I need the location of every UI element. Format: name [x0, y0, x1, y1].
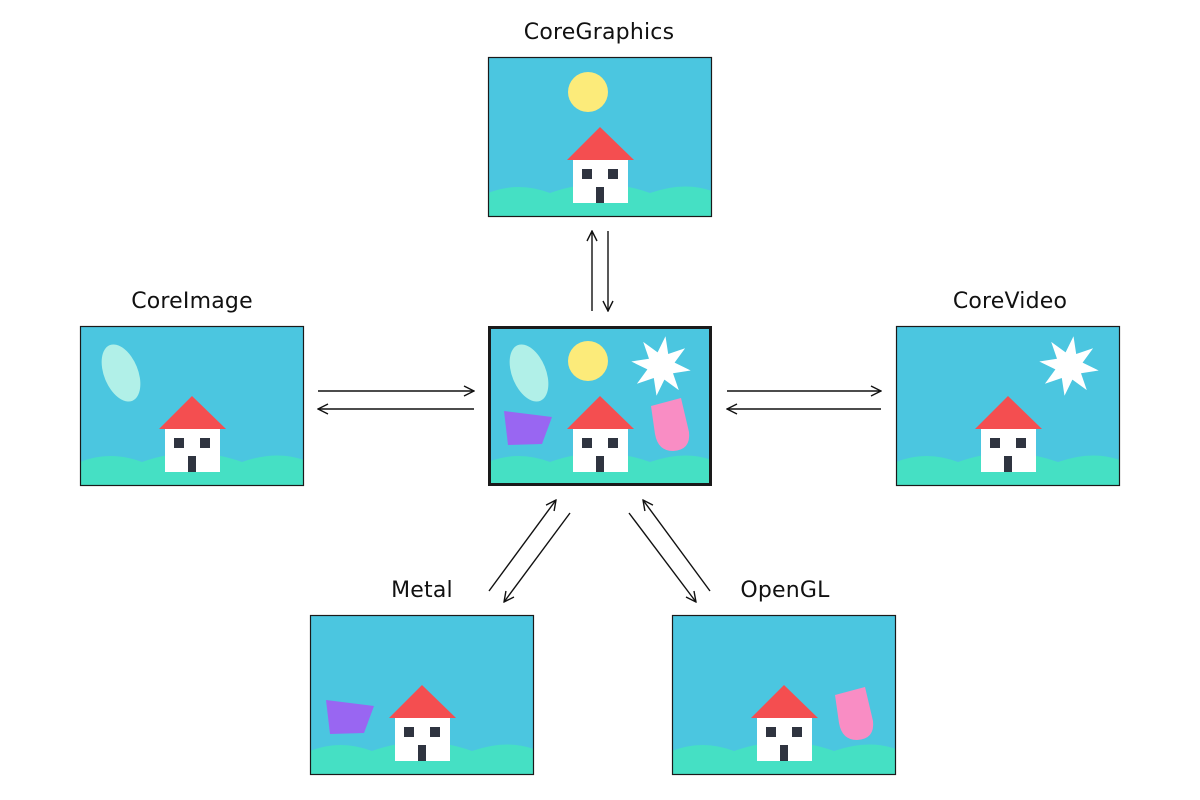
arrow-center-to-opengl	[628, 512, 696, 602]
house-shape	[159, 396, 226, 472]
arrow-group-metal	[488, 500, 571, 602]
window-right	[608, 169, 618, 179]
cup-shape	[651, 398, 690, 451]
arrow-group-opengl	[628, 500, 711, 602]
window-left	[582, 438, 592, 448]
door	[418, 745, 426, 761]
door	[188, 456, 196, 472]
label-coreimage: CoreImage	[131, 289, 253, 314]
panel-corevideo	[895, 325, 1121, 487]
window-right	[430, 727, 440, 737]
window-right	[608, 438, 618, 448]
arrow-metal-to-center	[488, 500, 556, 592]
roof	[389, 685, 456, 718]
door	[780, 745, 788, 761]
roof	[159, 396, 226, 429]
window-left	[404, 727, 414, 737]
sun-shape	[568, 72, 608, 112]
window-right	[1016, 438, 1026, 448]
quad-shape	[326, 700, 374, 734]
roof	[567, 396, 634, 429]
quad-shape	[504, 411, 552, 445]
roof	[751, 685, 818, 718]
panel-frame	[671, 614, 897, 776]
panel-frame	[895, 325, 1121, 487]
label-opengl: OpenGL	[740, 578, 830, 603]
door	[1004, 456, 1012, 472]
window-right	[792, 727, 802, 737]
window-left	[582, 169, 592, 179]
arrow-group-coreimage	[318, 391, 474, 409]
window-right	[200, 438, 210, 448]
cup-shape	[835, 687, 874, 740]
house-shape	[567, 396, 634, 472]
label-metal: Metal	[391, 578, 453, 603]
roof	[567, 127, 634, 160]
house-shape	[975, 396, 1042, 472]
window-left	[990, 438, 1000, 448]
window-left	[174, 438, 184, 448]
roof	[975, 396, 1042, 429]
arrow-center-to-metal	[504, 512, 571, 602]
panels-layer	[79, 56, 1121, 776]
house-shape	[751, 685, 818, 761]
panel-metal	[309, 614, 535, 776]
ellipse-shape	[101, 344, 141, 402]
panel-frame	[487, 56, 713, 218]
panel-opengl	[671, 614, 897, 776]
panel-coreimage	[79, 325, 305, 487]
door	[596, 187, 604, 203]
arrow-opengl-to-center	[643, 500, 711, 592]
label-corevideo: CoreVideo	[952, 289, 1068, 314]
star-shape	[1039, 336, 1099, 396]
house-shape	[389, 685, 456, 761]
label-coregraphics: CoreGraphics	[523, 20, 675, 45]
panel-frame	[488, 326, 712, 486]
window-left	[766, 727, 776, 737]
door	[596, 456, 604, 472]
panel-frame	[79, 325, 305, 487]
panel-coregraphics	[487, 56, 713, 218]
arrow-group-coregraphics	[592, 231, 608, 311]
sun-shape	[568, 341, 608, 381]
arrow-group-corevideo	[727, 391, 881, 409]
panel-frame	[309, 614, 535, 776]
star-shape	[631, 336, 691, 396]
ellipse-shape	[509, 344, 549, 402]
panel-center	[488, 326, 712, 486]
house-shape	[567, 127, 634, 203]
